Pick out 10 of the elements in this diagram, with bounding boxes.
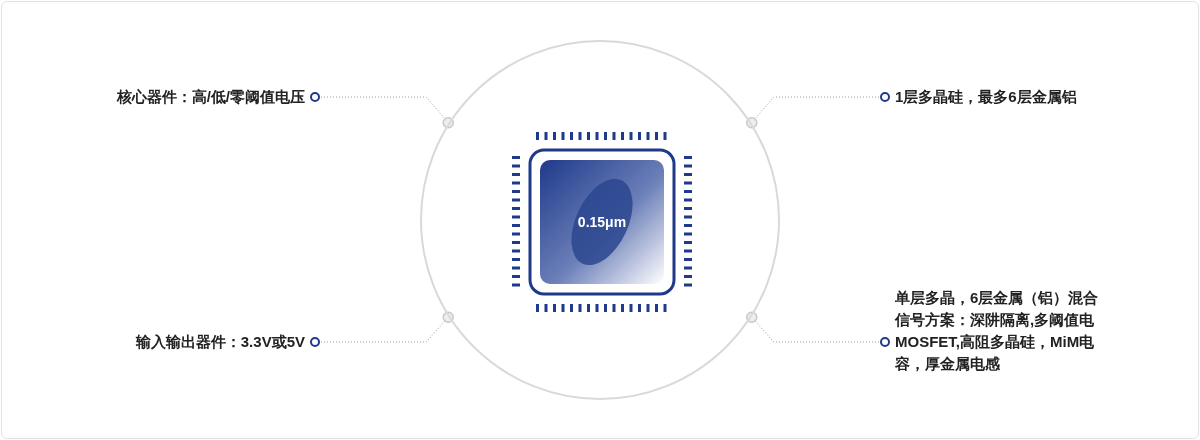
leader-line	[310, 311, 454, 347]
leader-line	[746, 311, 890, 347]
size-label: 0.15μm	[576, 213, 628, 232]
callout-text: 输入输出器件：3.3V或5V	[40, 331, 305, 353]
callout-text: 1层多晶硅，最多6层金属铝	[895, 86, 1155, 108]
callout-text: 单层多晶，6层金属（铝）混合信号方案：深阱隔离,多阈值电MOSFET,高阻多晶硅，MiM电容，厚金属电感	[895, 287, 1105, 375]
leader-line	[310, 92, 454, 129]
outline-circle	[420, 40, 780, 400]
callout-text: 核心器件：高/低/零阈值电压	[40, 86, 305, 108]
leader-line	[746, 92, 890, 129]
